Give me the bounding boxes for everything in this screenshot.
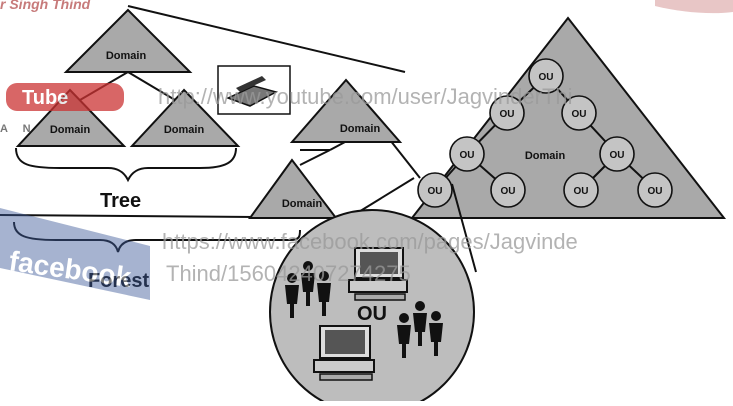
ou-zoom-circle: OU (269, 209, 475, 406)
person-icon (397, 313, 411, 358)
ou-node-2: OU (489, 95, 525, 131)
forest-label: Forest (88, 270, 149, 292)
svg-text:Domain: Domain (164, 124, 205, 136)
zoom-line-right (451, 183, 477, 273)
svg-text:OU: OU (500, 109, 515, 120)
top-banner-watermark: r Singh Thind (0, 0, 91, 12)
svg-text:Domain: Domain (340, 123, 381, 135)
corner-logo-fragment (655, 0, 733, 14)
svg-text:Domain: Domain (282, 198, 323, 210)
facebook-url-watermark-line1: https://www.facebook.com/pages/Jagvinde (162, 229, 578, 254)
ou-node-3: OU (561, 95, 597, 131)
domain-node-right: Domain (129, 88, 241, 147)
ou-node-4: OU (449, 136, 485, 172)
svg-text:OU: OU (501, 186, 516, 197)
expanded-domain: OU OU OU OU OU OU OU OU (409, 16, 727, 219)
person-icon (429, 311, 443, 356)
svg-text:OU: OU (610, 150, 625, 161)
ou-node-6: OU (417, 172, 453, 208)
tree2-edge-c (299, 149, 331, 166)
connector-top (127, 5, 406, 73)
person-icon (301, 261, 315, 306)
ou-node-1: OU (528, 58, 564, 94)
scanner-icon (217, 65, 291, 115)
svg-text:OU: OU (648, 186, 663, 197)
facebook-logo-watermark: facebook (0, 208, 150, 300)
tree-bracket (15, 147, 237, 183)
forest-bracket (13, 221, 301, 253)
svg-text:Domain: Domain (106, 50, 147, 62)
svg-text:Tube: Tube (22, 87, 68, 109)
person-icon (413, 301, 427, 346)
youtube-logo-watermark: Tube (6, 83, 124, 111)
domain-node-root: Domain (63, 8, 193, 73)
svg-text:OU: OU (539, 72, 554, 83)
person-icon (285, 273, 299, 318)
svg-text:OU: OU (460, 150, 475, 161)
domain-node-left: Domain (15, 88, 127, 147)
svg-text:OU: OU (572, 109, 587, 120)
ou-zoom-label: OU (357, 303, 387, 325)
svg-text:OU: OU (428, 186, 443, 197)
tree2-edge-d (389, 139, 421, 179)
tree-edge-right (127, 71, 176, 101)
expanded-domain-label: Domain (525, 150, 566, 162)
youtube-url-watermark: http://www.youtube.com/user/JagvinderThi (158, 84, 573, 109)
ou-node-9: OU (637, 172, 673, 208)
ou-node-5: OU (599, 136, 635, 172)
facebook-url-watermark-line2: Thind/156042407274275 (166, 261, 411, 286)
side-watermark-text: A N (0, 123, 37, 135)
computer-icon (348, 247, 408, 301)
tree-label: Tree (100, 190, 141, 212)
ou-node-7: OU (490, 172, 526, 208)
person-icon (317, 271, 331, 316)
ou-node-8: OU (563, 172, 599, 208)
svg-text:Domain: Domain (50, 124, 91, 136)
svg-text:OU: OU (574, 186, 589, 197)
domain-node-tree2-child: Domain (248, 158, 339, 219)
tree2-edge-b (329, 141, 346, 151)
domain-node-tree2-root: Domain (289, 78, 403, 143)
computer-icon (313, 325, 375, 381)
